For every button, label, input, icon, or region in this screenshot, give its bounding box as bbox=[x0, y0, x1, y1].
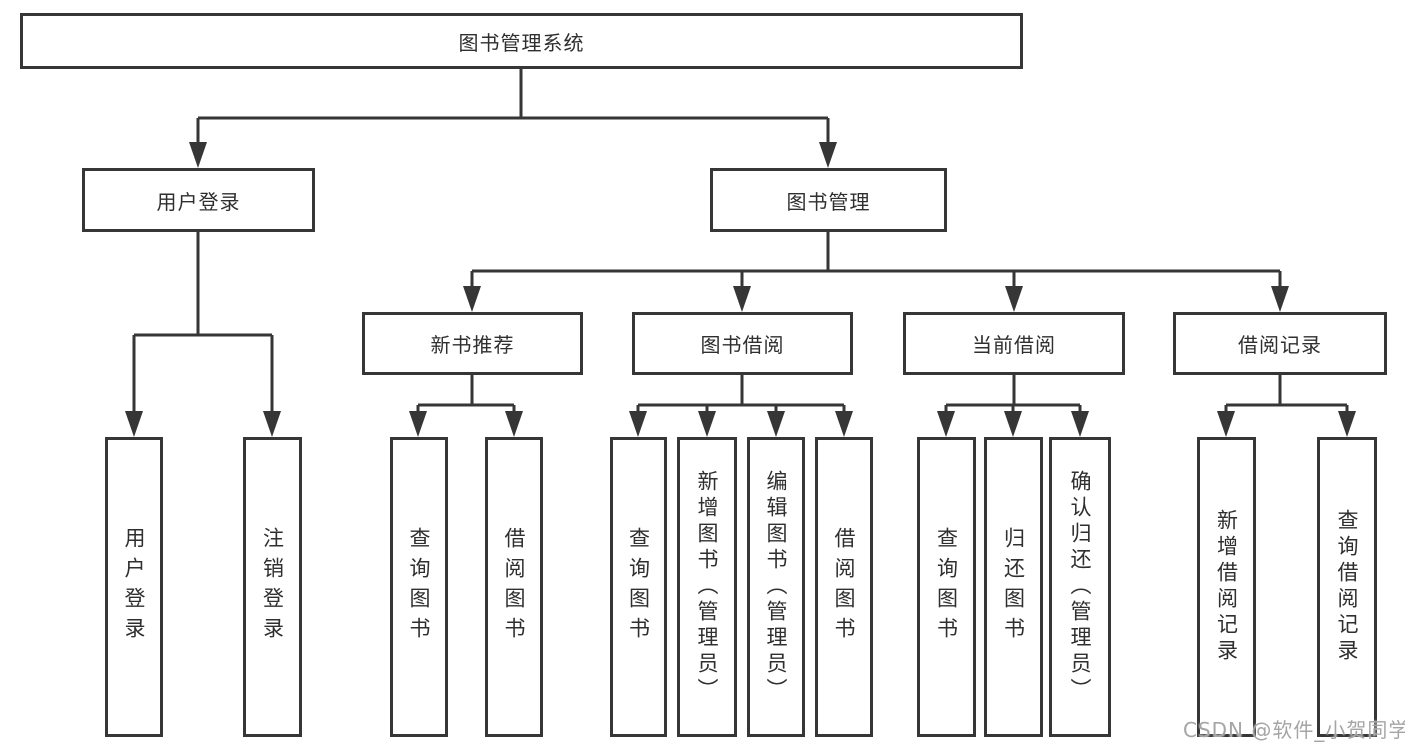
arrowhead-icon bbox=[189, 142, 837, 168]
leaf-borrow-books-1: 借阅图书 bbox=[485, 437, 543, 737]
connector-line bbox=[636, 375, 846, 413]
node-label: 新增借阅记录 bbox=[1214, 509, 1239, 665]
node-book-borrowing: 图书借阅 bbox=[632, 312, 853, 375]
connector-book-borrow-to-leaves bbox=[629, 375, 853, 437]
leaf-query-borrow-record: 查询借阅记录 bbox=[1317, 437, 1377, 737]
node-label: 图书管理 bbox=[786, 189, 871, 214]
node-label: 用户登录 bbox=[156, 189, 241, 214]
node-label: 用户登录 bbox=[122, 527, 146, 647]
connector-line bbox=[944, 375, 1082, 413]
leaf-return-books: 归还图书 bbox=[984, 437, 1043, 737]
leaf-query-books-3: 查询图书 bbox=[917, 437, 976, 737]
arrowhead-icon bbox=[463, 286, 1289, 312]
connector-user-login-to-leaves bbox=[125, 232, 281, 437]
arrowhead-icon bbox=[125, 411, 281, 437]
node-label: 新增图书（管理员） bbox=[695, 470, 719, 704]
leaf-edit-books-admin: 编辑图书（管理员） bbox=[747, 437, 805, 737]
node-label: 查询图书 bbox=[407, 527, 431, 647]
leaf-query-books-1: 查询图书 bbox=[390, 437, 448, 737]
node-label: 借阅图书 bbox=[502, 527, 526, 647]
leaf-confirm-return-admin: 确认归还（管理员） bbox=[1049, 437, 1111, 737]
connector-root-to-level2 bbox=[189, 69, 837, 168]
connector-line bbox=[1224, 375, 1349, 413]
node-label: 图书借阅 bbox=[700, 333, 785, 357]
arrowhead-icon bbox=[409, 411, 523, 437]
leaf-user-login: 用户登录 bbox=[105, 437, 163, 737]
arrowhead-icon bbox=[937, 411, 1089, 437]
node-root-library-system: 图书管理系统 bbox=[20, 13, 1023, 69]
node-label: 借阅记录 bbox=[1238, 333, 1322, 357]
arrowhead-icon bbox=[1217, 411, 1356, 437]
node-label: 编辑图书（管理员） bbox=[764, 470, 788, 704]
node-new-book-recommendation: 新书推荐 bbox=[362, 312, 583, 375]
node-label: 确认归还（管理员） bbox=[1068, 470, 1092, 704]
node-label: 当前借阅 bbox=[972, 333, 1056, 357]
node-label: 借阅图书 bbox=[832, 527, 856, 647]
connector-line bbox=[416, 375, 516, 413]
node-label: 查询借阅记录 bbox=[1335, 509, 1359, 665]
node-borrowing-records: 借阅记录 bbox=[1173, 312, 1387, 375]
connector-line bbox=[470, 232, 1282, 288]
node-label: 查询图书 bbox=[626, 527, 651, 647]
connector-line bbox=[196, 69, 830, 144]
node-user-login: 用户登录 bbox=[82, 168, 315, 232]
node-label: 归还图书 bbox=[1001, 527, 1026, 647]
leaf-add-borrow-record: 新增借阅记录 bbox=[1197, 437, 1256, 737]
node-label: 新书推荐 bbox=[430, 333, 515, 357]
leaf-borrow-books-2: 借阅图书 bbox=[815, 437, 873, 737]
connector-current-borrow-to-leaves bbox=[937, 375, 1089, 437]
arrowhead-icon bbox=[629, 411, 853, 437]
csdn-watermark: CSDN @软件_小贺同学 bbox=[1183, 718, 1405, 742]
node-label: 注销登录 bbox=[260, 527, 285, 647]
leaf-query-books-2: 查询图书 bbox=[610, 437, 667, 737]
leaf-add-books-admin: 新增图书（管理员） bbox=[677, 437, 737, 737]
connector-borrow-records-to-leaves bbox=[1217, 375, 1356, 437]
node-label: 图书管理系统 bbox=[458, 30, 585, 55]
connector-line bbox=[132, 232, 274, 413]
node-label: 查询图书 bbox=[934, 527, 959, 647]
node-book-management: 图书管理 bbox=[710, 168, 947, 232]
leaf-logout: 注销登录 bbox=[243, 437, 302, 737]
connector-book-mgmt-to-level3 bbox=[463, 232, 1289, 312]
connector-new-book-rec-to-leaves bbox=[409, 375, 523, 437]
node-current-borrowing: 当前借阅 bbox=[903, 312, 1125, 375]
